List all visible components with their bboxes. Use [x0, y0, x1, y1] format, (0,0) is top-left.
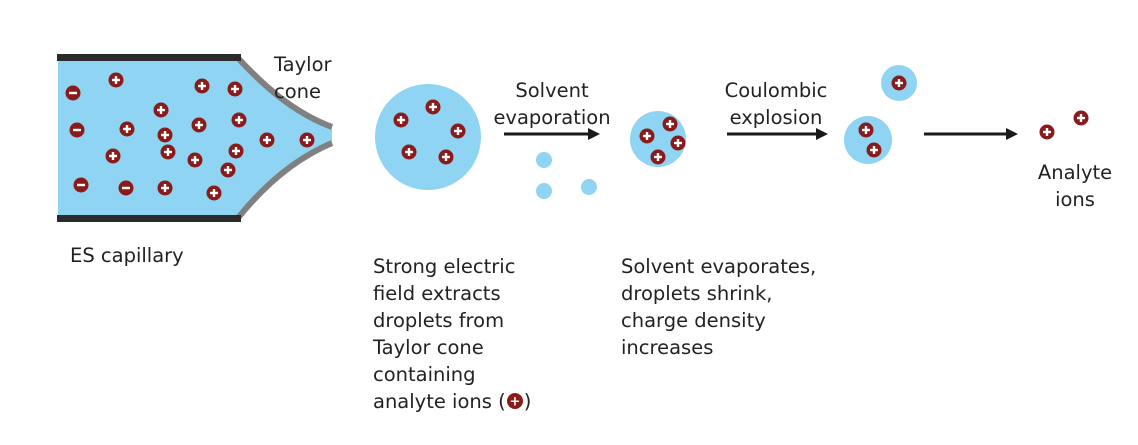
- label-line: Coulombic: [724, 79, 828, 102]
- caption-line: containing: [373, 363, 476, 386]
- positive-ion: [639, 128, 655, 144]
- svg-text:+: +: [509, 394, 520, 409]
- evaporated-solvent: [536, 152, 597, 199]
- positive-ion: [425, 99, 441, 115]
- caption-line: increases: [621, 336, 714, 359]
- positive-ion: [157, 127, 173, 143]
- positive-ion: [194, 78, 210, 94]
- positive-ion: [231, 112, 247, 128]
- caption-line: Solvent evaporates,: [621, 255, 817, 278]
- es-capillary: [57, 54, 334, 222]
- positive-ion: [206, 185, 222, 201]
- caption-line: charge density: [621, 309, 766, 332]
- positive-ion: [1039, 124, 1055, 140]
- coulombic-explosion-label: Coulombic explosion: [706, 77, 846, 131]
- positive-ion: [1073, 110, 1089, 126]
- es-capillary-label: ES capillary: [70, 244, 184, 267]
- label-line: evaporation: [493, 106, 611, 129]
- analyte-ions-free: [1039, 110, 1089, 140]
- positive-ion: [187, 152, 203, 168]
- positive-ion: [220, 162, 236, 178]
- caption-text: analyte ions (: [373, 390, 506, 413]
- positive-ion: [108, 72, 124, 88]
- negative-ion: [118, 180, 134, 196]
- caption-line: field extracts: [373, 282, 501, 305]
- positive-ion-icon: +: [506, 393, 523, 409]
- negative-ion: [65, 85, 81, 101]
- arrow-head: [816, 128, 828, 140]
- positive-ion: [160, 144, 176, 160]
- positive-ion: [401, 144, 417, 160]
- positive-ion: [157, 180, 173, 196]
- capillary-ions: [65, 72, 315, 201]
- large-droplet: [375, 84, 481, 190]
- arrow-evaporation: [504, 128, 600, 140]
- label-line: ions: [1055, 188, 1095, 211]
- arrow-head: [588, 128, 600, 140]
- positive-ion: [670, 135, 686, 151]
- label-line: Analyte: [1037, 161, 1113, 184]
- caption-text: ): [523, 390, 532, 413]
- solvent-droplet: [536, 183, 552, 199]
- positive-ion: [891, 75, 907, 91]
- taylor-cone-edge-top: [235, 55, 334, 130]
- offspring-droplets: [844, 65, 917, 164]
- caption-line: droplets shrink,: [621, 282, 773, 305]
- positive-ion: [650, 149, 666, 165]
- positive-ion: [259, 132, 275, 148]
- positive-ion: [228, 143, 244, 159]
- taylor-cone-edge-bottom: [235, 140, 334, 220]
- offspring-ions: [858, 75, 907, 158]
- arrow-explosion: [727, 128, 828, 140]
- arrow-analyte: [924, 128, 1018, 140]
- shrunken-droplet: [630, 111, 686, 167]
- negative-ion: [69, 122, 85, 138]
- positive-ion: [866, 142, 882, 158]
- large-droplet-ions: [393, 99, 466, 165]
- taylor-cone-shape: [58, 58, 332, 218]
- positive-ion: [450, 123, 466, 139]
- caption-line: Strong electric: [373, 255, 516, 278]
- caption-line: droplets from: [373, 309, 505, 332]
- positive-ion: [153, 102, 169, 118]
- positive-ion: [393, 112, 409, 128]
- positive-ion: [662, 116, 678, 132]
- positive-ion: [119, 121, 135, 137]
- analyte-ions-label: Analyte ions: [1022, 159, 1128, 213]
- positive-ion: [191, 117, 207, 133]
- label-line: Taylor: [274, 53, 332, 76]
- caption-line: analyte ions (+): [373, 388, 531, 415]
- extraction-caption: Strong electric field extracts droplets …: [373, 253, 531, 415]
- label-line: cone: [274, 80, 322, 103]
- positive-ion: [105, 148, 121, 164]
- positive-ion: [299, 132, 315, 148]
- solvent-droplet: [536, 152, 552, 168]
- evaporation-caption: Solvent evaporates, droplets shrink, cha…: [621, 253, 816, 361]
- positive-ion: [858, 122, 874, 138]
- positive-ion: [438, 149, 454, 165]
- caption-line: Taylor cone: [373, 336, 484, 359]
- arrow-head: [1006, 128, 1018, 140]
- label-line: Solvent: [515, 79, 589, 102]
- taylor-cone-label: Taylor cone: [274, 51, 332, 105]
- positive-ion: [227, 81, 243, 97]
- large-droplet-circle: [375, 84, 481, 190]
- solvent-evaporation-label: Solvent evaporation: [481, 77, 623, 131]
- solvent-droplet: [581, 179, 597, 195]
- shrunken-droplet-ions: [639, 116, 686, 165]
- label-line: explosion: [729, 106, 823, 129]
- capillary-wall-top: [57, 54, 241, 61]
- negative-ion: [73, 177, 89, 193]
- capillary-wall-bottom: [57, 215, 241, 222]
